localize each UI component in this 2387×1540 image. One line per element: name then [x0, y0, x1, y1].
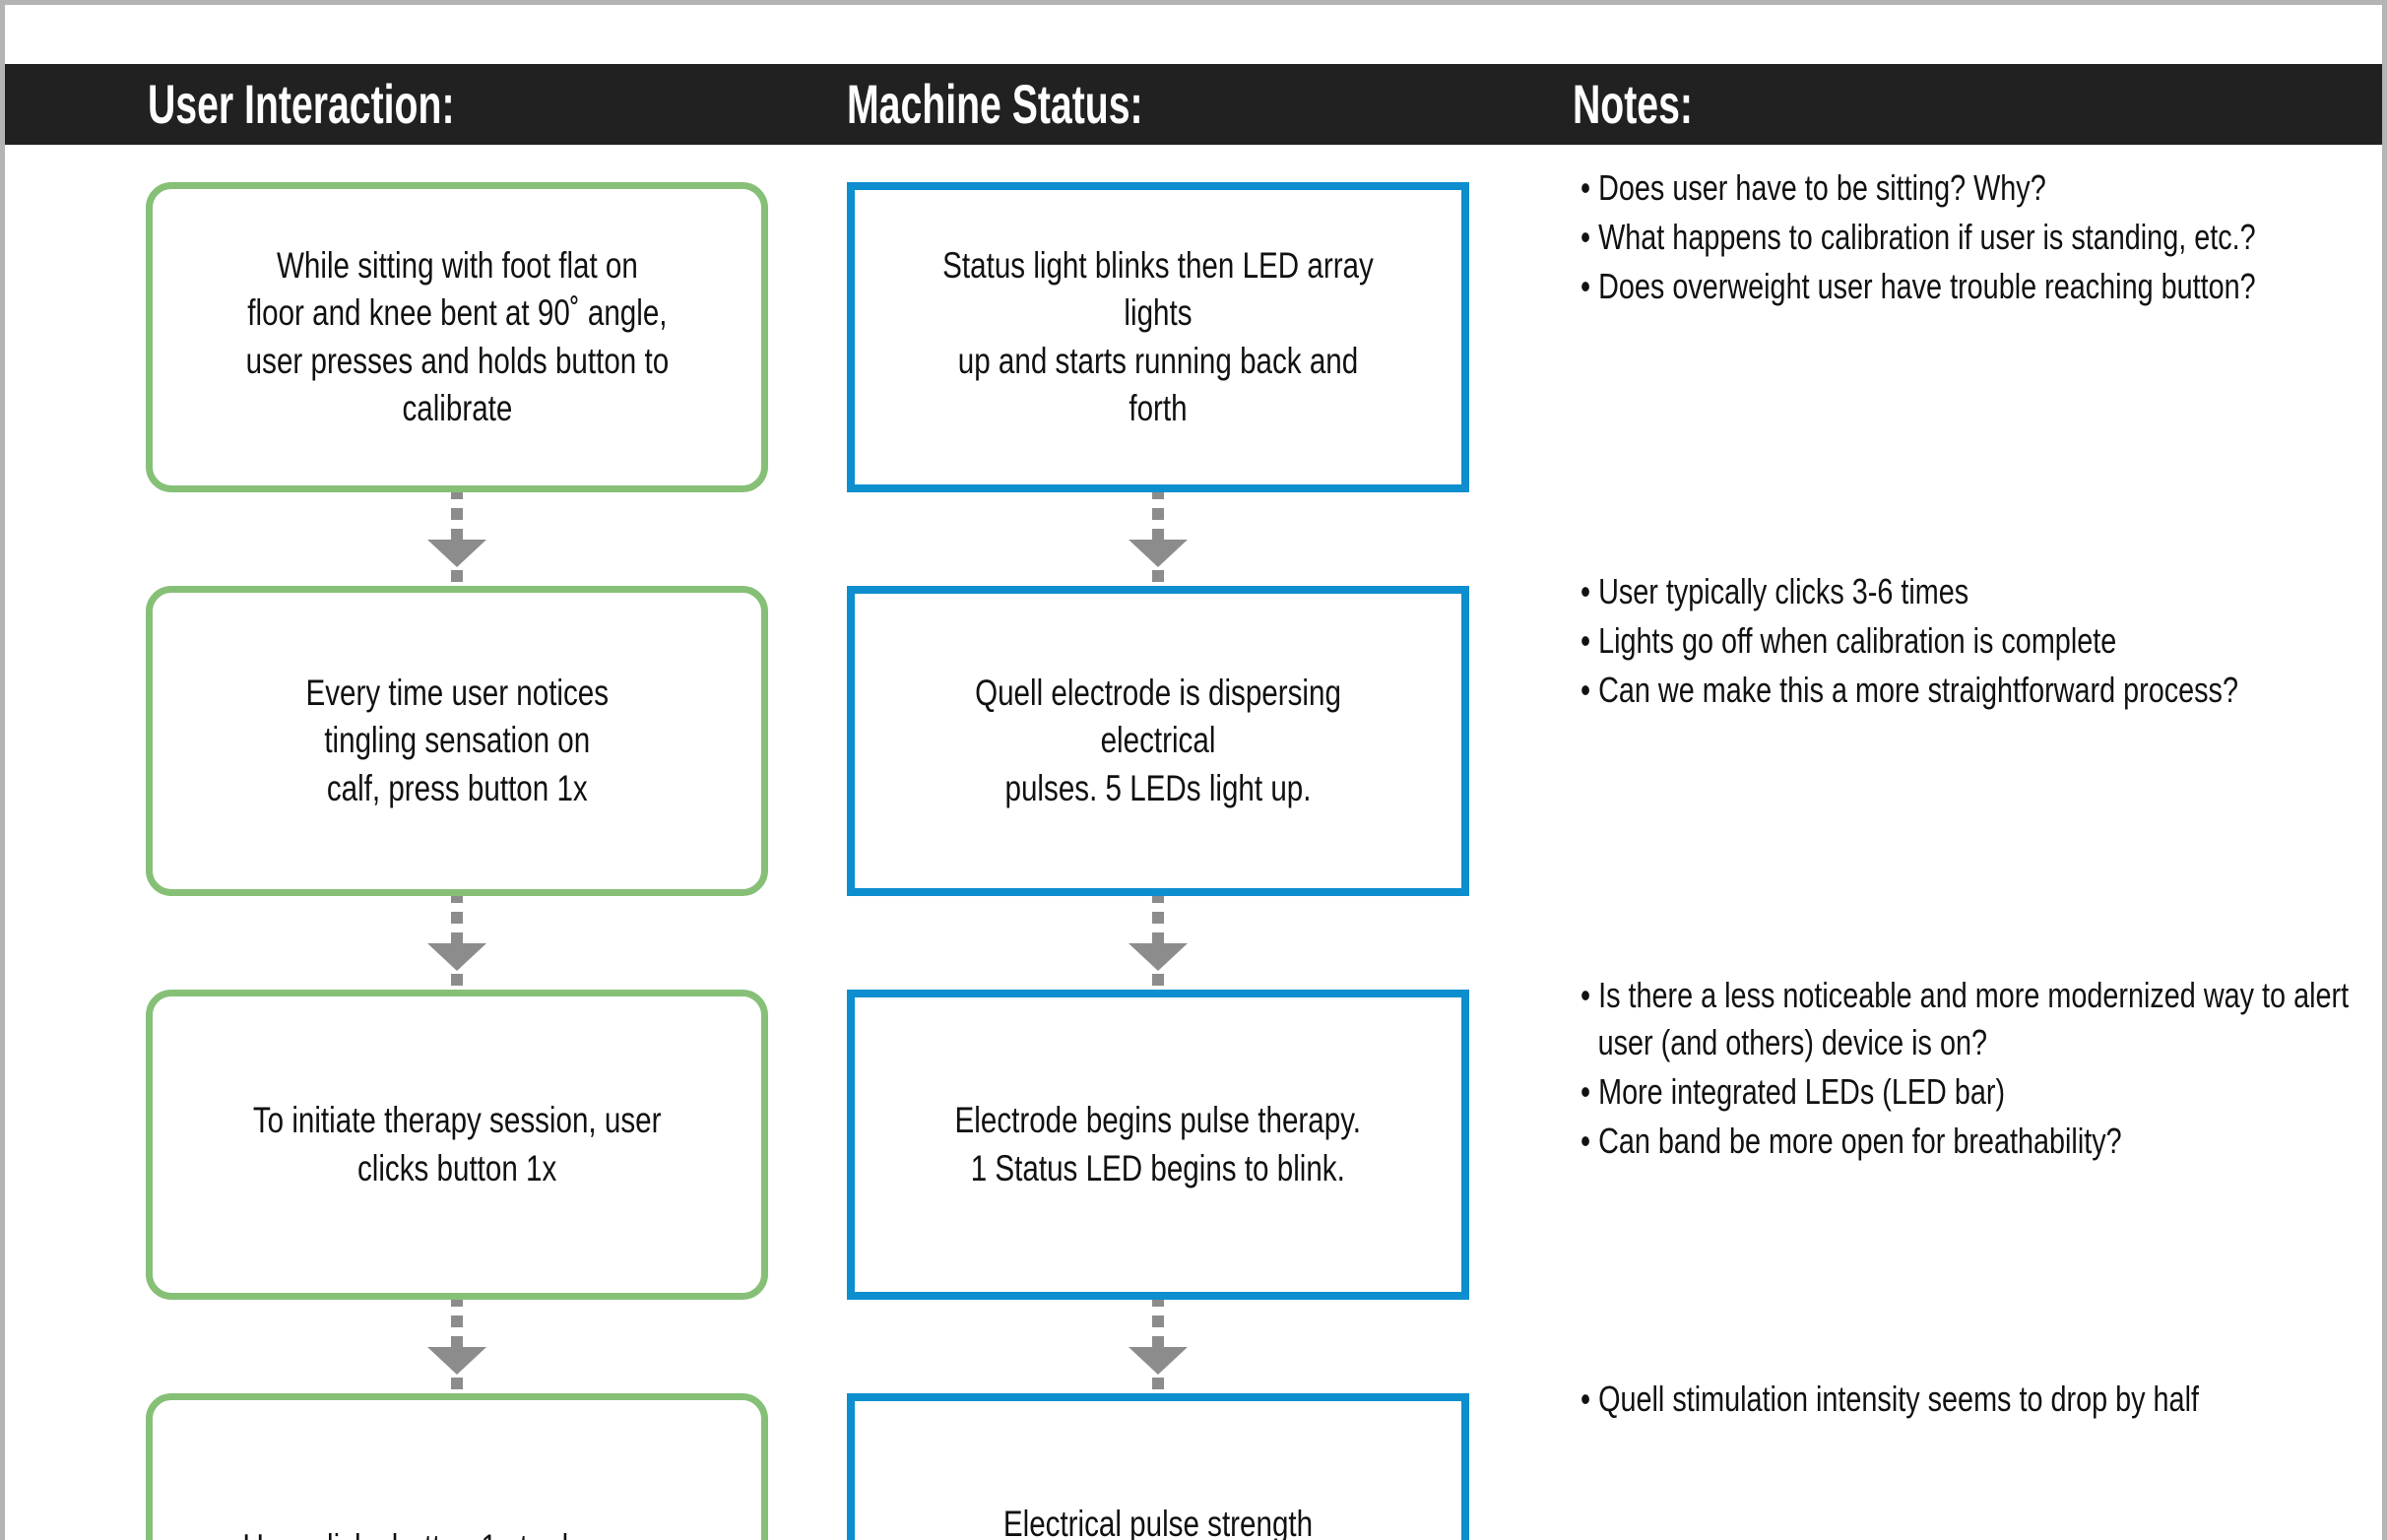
flow-arrow-icon: [427, 943, 486, 971]
flow-arrow-icon: [427, 1347, 486, 1375]
note-item: • What happens to calibration if user is…: [1581, 216, 2256, 257]
machine-status-text: Status light blinks then LED array light…: [942, 245, 1374, 428]
notes-cell: • Is there a less noticeable and more mo…: [1581, 972, 2358, 1167]
user-interaction-box[interactable]: While sitting with foot flat on floor an…: [146, 182, 768, 492]
user-interaction-text: While sitting with foot flat on floor an…: [245, 245, 669, 428]
note-item: • User typically clicks 3-6 times: [1581, 571, 1969, 611]
user-interaction-text: To initiate therapy session, user clicks…: [252, 1100, 662, 1188]
flow-row: Every time user notices tingling sensati…: [5, 548, 2382, 990]
machine-status-box[interactable]: Electrical pulse strength decreases. 5: [847, 1393, 1469, 1540]
notes-list: • Is there a less noticeable and more mo…: [1581, 972, 2358, 1165]
machine-status-text: Electrical pulse strength decreases. 5: [1002, 1504, 1314, 1540]
flow-arrow-icon: [1129, 1347, 1188, 1375]
notes-list: • Does user have to be sitting? Why? • W…: [1581, 164, 2358, 310]
user-interaction-text: User clicks button 1x to decrease: [229, 1524, 684, 1540]
notes-list: • Quell stimulation intensity seems to d…: [1581, 1376, 2358, 1423]
note-item: • Does user have to be sitting? Why?: [1581, 167, 2046, 208]
user-interaction-box[interactable]: Every time user notices tingling sensati…: [146, 586, 768, 896]
flow-row: To initiate therapy session, user clicks…: [5, 952, 2382, 1393]
note-item: • Quell stimulation intensity seems to d…: [1581, 1379, 2199, 1419]
note-item: • More integrated LEDs (LED bar): [1581, 1070, 2006, 1112]
notes-list: • User typically clicks 3-6 times • Ligh…: [1581, 568, 2358, 714]
column-header-notes: Notes:: [1573, 73, 1693, 135]
note-item: • Can band be more open for breathabilit…: [1581, 1120, 2122, 1161]
user-interaction-box[interactable]: To initiate therapy session, user clicks…: [146, 990, 768, 1300]
user-interaction-text: Every time user notices tingling sensati…: [305, 673, 609, 808]
user-interaction-box[interactable]: User clicks button 1x to decrease: [146, 1393, 768, 1540]
note-item: • Lights go off when calibration is comp…: [1581, 619, 2117, 661]
machine-status-box[interactable]: Electrode begins pulse therapy. 1 Status…: [847, 990, 1469, 1300]
column-header-user-interaction: User Interaction:: [148, 73, 455, 135]
flow-row: User clicks button 1x to decrease Electr…: [5, 1356, 2382, 1540]
note-item: • Does overweight user have trouble reac…: [1581, 265, 2256, 306]
note-item: • Is there a less noticeable and more mo…: [1581, 975, 2350, 1062]
column-header-machine-status: Machine Status:: [847, 73, 1143, 135]
notes-cell: • Does user have to be sitting? Why? • W…: [1581, 164, 2358, 312]
machine-status-text: Electrode begins pulse therapy. 1 Status…: [954, 1100, 1362, 1188]
flow-arrow-icon: [1129, 540, 1188, 567]
flow-rows: While sitting with foot flat on floor an…: [5, 145, 2382, 1540]
flow-arrow-icon: [1129, 943, 1188, 971]
flow-row: While sitting with foot flat on floor an…: [5, 145, 2382, 586]
column-header-bar: User Interaction: Machine Status: Notes:: [5, 64, 2382, 145]
machine-status-box[interactable]: Status light blinks then LED array light…: [847, 182, 1469, 492]
notes-cell: • Quell stimulation intensity seems to d…: [1581, 1376, 2358, 1425]
notes-cell: • User typically clicks 3-6 times • Ligh…: [1581, 568, 2358, 716]
machine-status-text: Quell electrode is dispersing electrical…: [975, 673, 1341, 808]
flow-arrow-icon: [427, 540, 486, 567]
machine-status-box[interactable]: Quell electrode is dispersing electrical…: [847, 586, 1469, 896]
note-item: • Can we make this a more straightforwar…: [1581, 669, 2238, 710]
